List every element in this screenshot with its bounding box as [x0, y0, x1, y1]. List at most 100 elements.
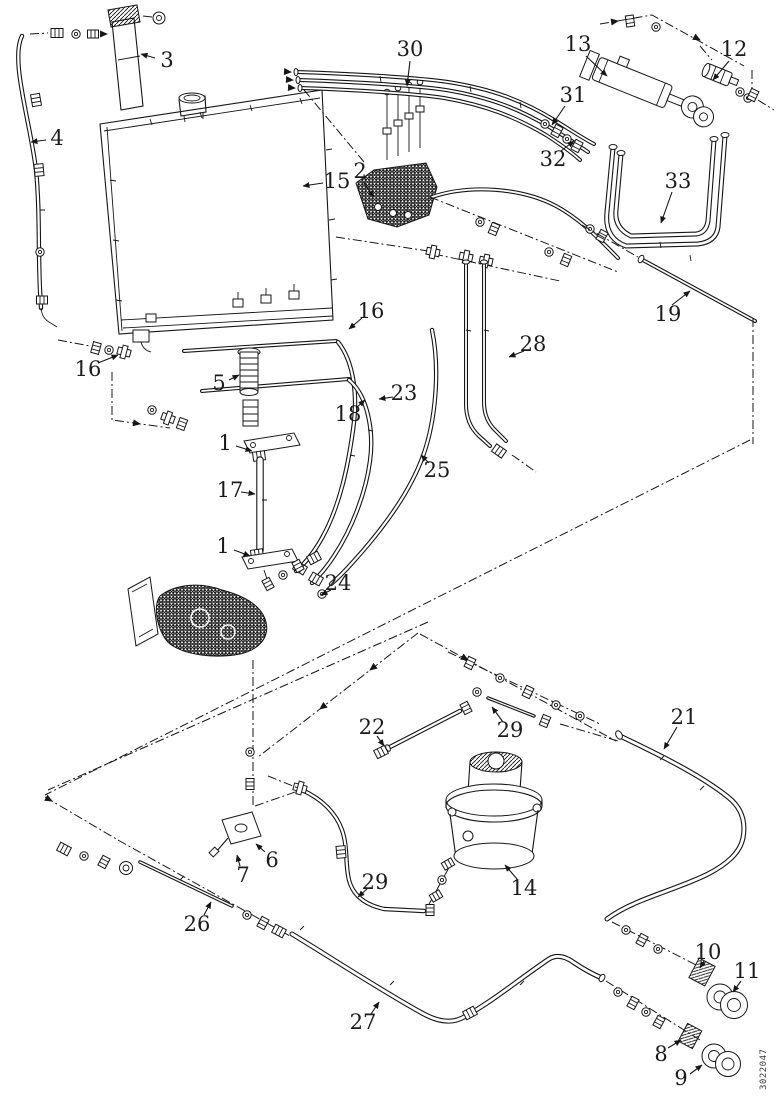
filler-neck [178, 92, 207, 123]
part-code-text: 3022047 [759, 1049, 769, 1090]
pump-assembly [127, 550, 327, 807]
callout-leader-15 [302, 182, 324, 189]
tank-tick-marks [109, 97, 338, 302]
callout-leader-31 [551, 105, 566, 126]
callout-31: 31 [560, 83, 587, 107]
callout-33: 33 [665, 169, 692, 193]
callout-leader-22 [376, 735, 385, 747]
callout-16: 16 [358, 299, 385, 323]
breather-assembly [107, 4, 166, 111]
callout-2: 2 [353, 159, 366, 183]
callout-leader-16 [97, 354, 119, 364]
callout-leader-29 [491, 706, 504, 723]
callout-13: 13 [565, 32, 592, 56]
control-valve [303, 78, 438, 228]
callout-leader-33 [660, 191, 673, 224]
hose-29 [267, 775, 435, 916]
tube-21 [604, 730, 747, 967]
callout-15: 15 [324, 169, 351, 193]
u-tubes-33 [604, 132, 730, 249]
callout-leader-23 [378, 395, 394, 402]
callout-leader-5 [228, 374, 240, 381]
callout-leader-2 [363, 182, 375, 198]
fitting-10 [688, 957, 716, 987]
callout-leader-26 [203, 901, 212, 916]
tank-ports [145, 284, 300, 323]
callout-leader-7 [235, 854, 242, 867]
hose-4-assembly [16, 28, 108, 328]
callout-22: 22 [359, 715, 386, 739]
callout-leader-30 [404, 60, 411, 87]
tube-19 [581, 224, 757, 323]
fitting-12 [701, 62, 740, 87]
callout-5: 5 [212, 371, 225, 395]
hoses-30 [283, 68, 596, 162]
breather-cap [107, 4, 141, 28]
callout-30: 30 [397, 37, 424, 61]
callout-leader-29 [357, 888, 368, 898]
callout-leader-6 [255, 843, 266, 853]
bracket-6-7 [208, 811, 262, 858]
callout-7: 7 [236, 863, 249, 887]
callout-leader-18 [355, 399, 366, 409]
callout-leader-4 [30, 138, 47, 145]
callout-8: 8 [654, 1042, 667, 1066]
callout-32: 32 [540, 147, 567, 171]
callout-leader-10 [699, 960, 706, 969]
return-elbow [132, 329, 152, 353]
callout-leader-3 [140, 52, 156, 59]
callout-1: 1 [216, 534, 229, 558]
callout-leader-32 [560, 140, 575, 152]
callout-leader-17 [240, 490, 256, 497]
callout-leader-1 [235, 445, 253, 452]
callout-leader-27 [370, 1001, 380, 1015]
cluster-22-29 [373, 651, 619, 760]
callout-11: 11 [734, 959, 761, 983]
callout-leader-16 [348, 317, 363, 330]
reservoir-tank [99, 89, 338, 353]
callout-12: 12 [721, 37, 748, 61]
callout-21: 21 [671, 705, 698, 729]
callout-leader-25 [420, 454, 430, 464]
callout-leader-14 [504, 864, 518, 880]
tubes-28 [462, 259, 537, 473]
callout-leader-8 [667, 1039, 682, 1049]
platform-lines [44, 318, 754, 841]
end-fittings-8-9-10-11 [605, 957, 748, 1077]
callout-leader-24 [320, 589, 332, 596]
callout-4: 4 [50, 126, 63, 150]
callout-18: 18 [335, 402, 362, 426]
callout-6: 6 [265, 848, 278, 872]
callout-leader-11 [732, 980, 742, 993]
callout-1: 1 [218, 431, 231, 455]
callout-29: 29 [362, 870, 389, 894]
callout-leader-9 [689, 1064, 703, 1075]
callout-leader-21 [663, 726, 678, 750]
callout-17: 17 [217, 478, 244, 502]
callout-3: 3 [160, 48, 173, 72]
hose-26-27-chain [44, 794, 606, 1024]
callout-14: 14 [511, 876, 538, 900]
suction-outlet-fittings [57, 339, 189, 432]
callout-10: 10 [695, 940, 722, 964]
callout-16: 16 [75, 357, 102, 381]
callout-leader-13 [585, 55, 608, 77]
suction-assembly [182, 339, 351, 583]
filter-canister [427, 751, 543, 907]
cylinder-assembly [578, 14, 775, 128]
callout-leader-12 [712, 60, 730, 81]
callout-19: 19 [655, 302, 682, 326]
s-hoses [292, 327, 439, 587]
callout-leader-28 [508, 350, 525, 358]
callout-24: 24 [325, 571, 352, 595]
callout-26: 26 [184, 912, 211, 936]
callout-23: 23 [391, 381, 418, 405]
callout-28: 28 [520, 332, 547, 356]
callout-29: 29 [497, 718, 524, 742]
callout-9: 9 [674, 1066, 687, 1090]
callout-leader-1 [233, 549, 251, 557]
callout-27: 27 [350, 1010, 377, 1034]
